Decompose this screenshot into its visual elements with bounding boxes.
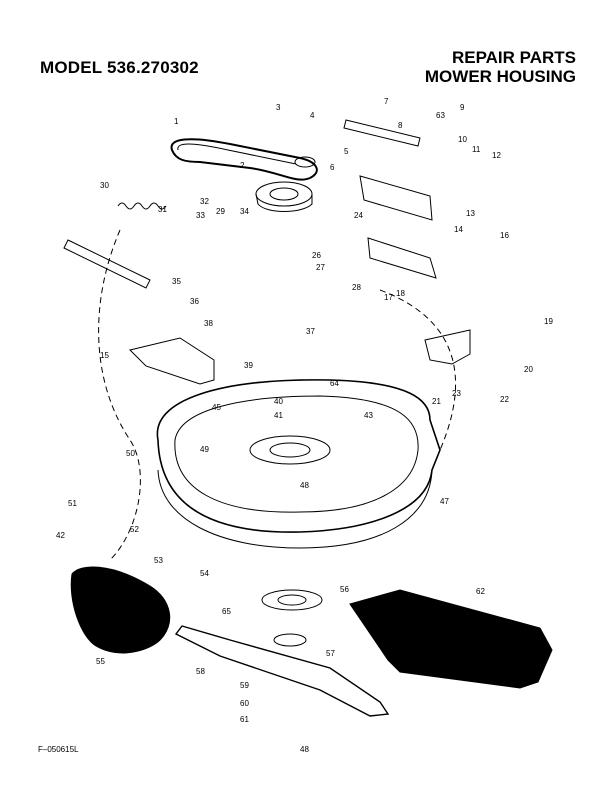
callout-49: 49 — [200, 445, 209, 454]
section-title-line2: MOWER HOUSING — [424, 67, 576, 86]
callout-57: 57 — [326, 649, 335, 658]
callout-38: 38 — [204, 319, 213, 328]
callout-41: 41 — [274, 411, 283, 420]
callout-30: 30 — [100, 181, 109, 190]
idler-pulley — [294, 156, 316, 168]
callout-56: 56 — [340, 585, 349, 594]
callout-48: 48 — [300, 481, 309, 490]
spring — [117, 202, 167, 210]
callout-35: 35 — [172, 277, 181, 286]
link-7-right — [343, 119, 421, 147]
callout-26: 26 — [312, 251, 321, 260]
callout-47: 47 — [440, 497, 449, 506]
bracket-top-right — [359, 175, 433, 221]
callout-8: 8 — [398, 121, 403, 130]
callout-labels: 1 2 3 4 5 6 7 8 9 10 11 12 13 14 15 16 1… — [56, 97, 553, 724]
callout-21: 21 — [432, 397, 441, 406]
callout-51: 51 — [68, 499, 77, 508]
callout-20: 20 — [524, 365, 533, 374]
callout-15: 15 — [100, 351, 109, 360]
callout-16: 16 — [500, 231, 509, 240]
callout-7: 7 — [384, 97, 389, 106]
callout-55: 55 — [96, 657, 105, 666]
callout-6: 6 — [330, 163, 335, 172]
callout-59: 59 — [240, 681, 249, 690]
callout-2: 2 — [240, 161, 245, 170]
callout-39: 39 — [244, 361, 253, 370]
model-title: MODEL 536.270302 — [40, 58, 199, 77]
callout-45: 45 — [212, 403, 221, 412]
callout-60: 60 — [240, 699, 249, 708]
callout-36: 36 — [190, 297, 199, 306]
callout-18: 18 — [396, 289, 405, 298]
callout-23: 23 — [452, 389, 461, 398]
callout-40: 40 — [274, 397, 283, 406]
page-number: 48 — [300, 745, 309, 754]
callout-63: 63 — [436, 111, 445, 120]
callout-42: 42 — [56, 531, 65, 540]
callout-37: 37 — [306, 327, 315, 336]
callout-12: 12 — [492, 151, 501, 160]
callout-65: 65 — [222, 607, 231, 616]
callout-28: 28 — [352, 283, 361, 292]
left-chute — [70, 566, 171, 654]
callout-52: 52 — [130, 525, 139, 534]
callout-4: 4 — [310, 111, 315, 120]
callout-9: 9 — [460, 103, 465, 112]
pulley — [255, 181, 313, 207]
callout-14: 14 — [454, 225, 463, 234]
link-7-left — [63, 239, 151, 289]
callout-19: 19 — [544, 317, 553, 326]
callout-50: 50 — [126, 449, 135, 458]
bracket-right — [424, 329, 471, 365]
callout-43: 43 — [364, 411, 373, 420]
callout-34: 34 — [240, 207, 249, 216]
callout-17: 17 — [384, 293, 393, 302]
spindle-hub — [261, 589, 323, 611]
callout-61: 61 — [240, 715, 249, 724]
section-title-line1: REPAIR PARTS — [451, 48, 576, 67]
section-title: REPAIR PARTS MOWER HOUSING — [425, 48, 576, 86]
callout-13: 13 — [466, 209, 475, 218]
callout-33: 33 — [196, 211, 205, 220]
form-number: F–050615L — [38, 745, 79, 754]
bracket-left — [129, 337, 215, 385]
callout-5: 5 — [344, 147, 349, 156]
callout-3: 3 — [276, 103, 281, 112]
right-shield — [349, 589, 553, 689]
callout-27: 27 — [316, 263, 325, 272]
callout-53: 53 — [154, 556, 163, 565]
callout-64: 64 — [330, 379, 339, 388]
callout-62: 62 — [476, 587, 485, 596]
callout-10: 10 — [458, 135, 467, 144]
callout-1: 1 — [174, 117, 179, 126]
bracket-rear — [367, 237, 437, 279]
callout-29: 29 — [216, 207, 225, 216]
mower-blade — [174, 625, 390, 717]
callout-31: 31 — [158, 205, 167, 214]
callout-58: 58 — [196, 667, 205, 676]
callout-54: 54 — [200, 569, 209, 578]
callout-32: 32 — [200, 197, 209, 206]
callout-24: 24 — [354, 211, 363, 220]
callout-11: 11 — [472, 145, 481, 154]
callout-22: 22 — [500, 395, 509, 404]
drive-belt — [170, 138, 318, 181]
